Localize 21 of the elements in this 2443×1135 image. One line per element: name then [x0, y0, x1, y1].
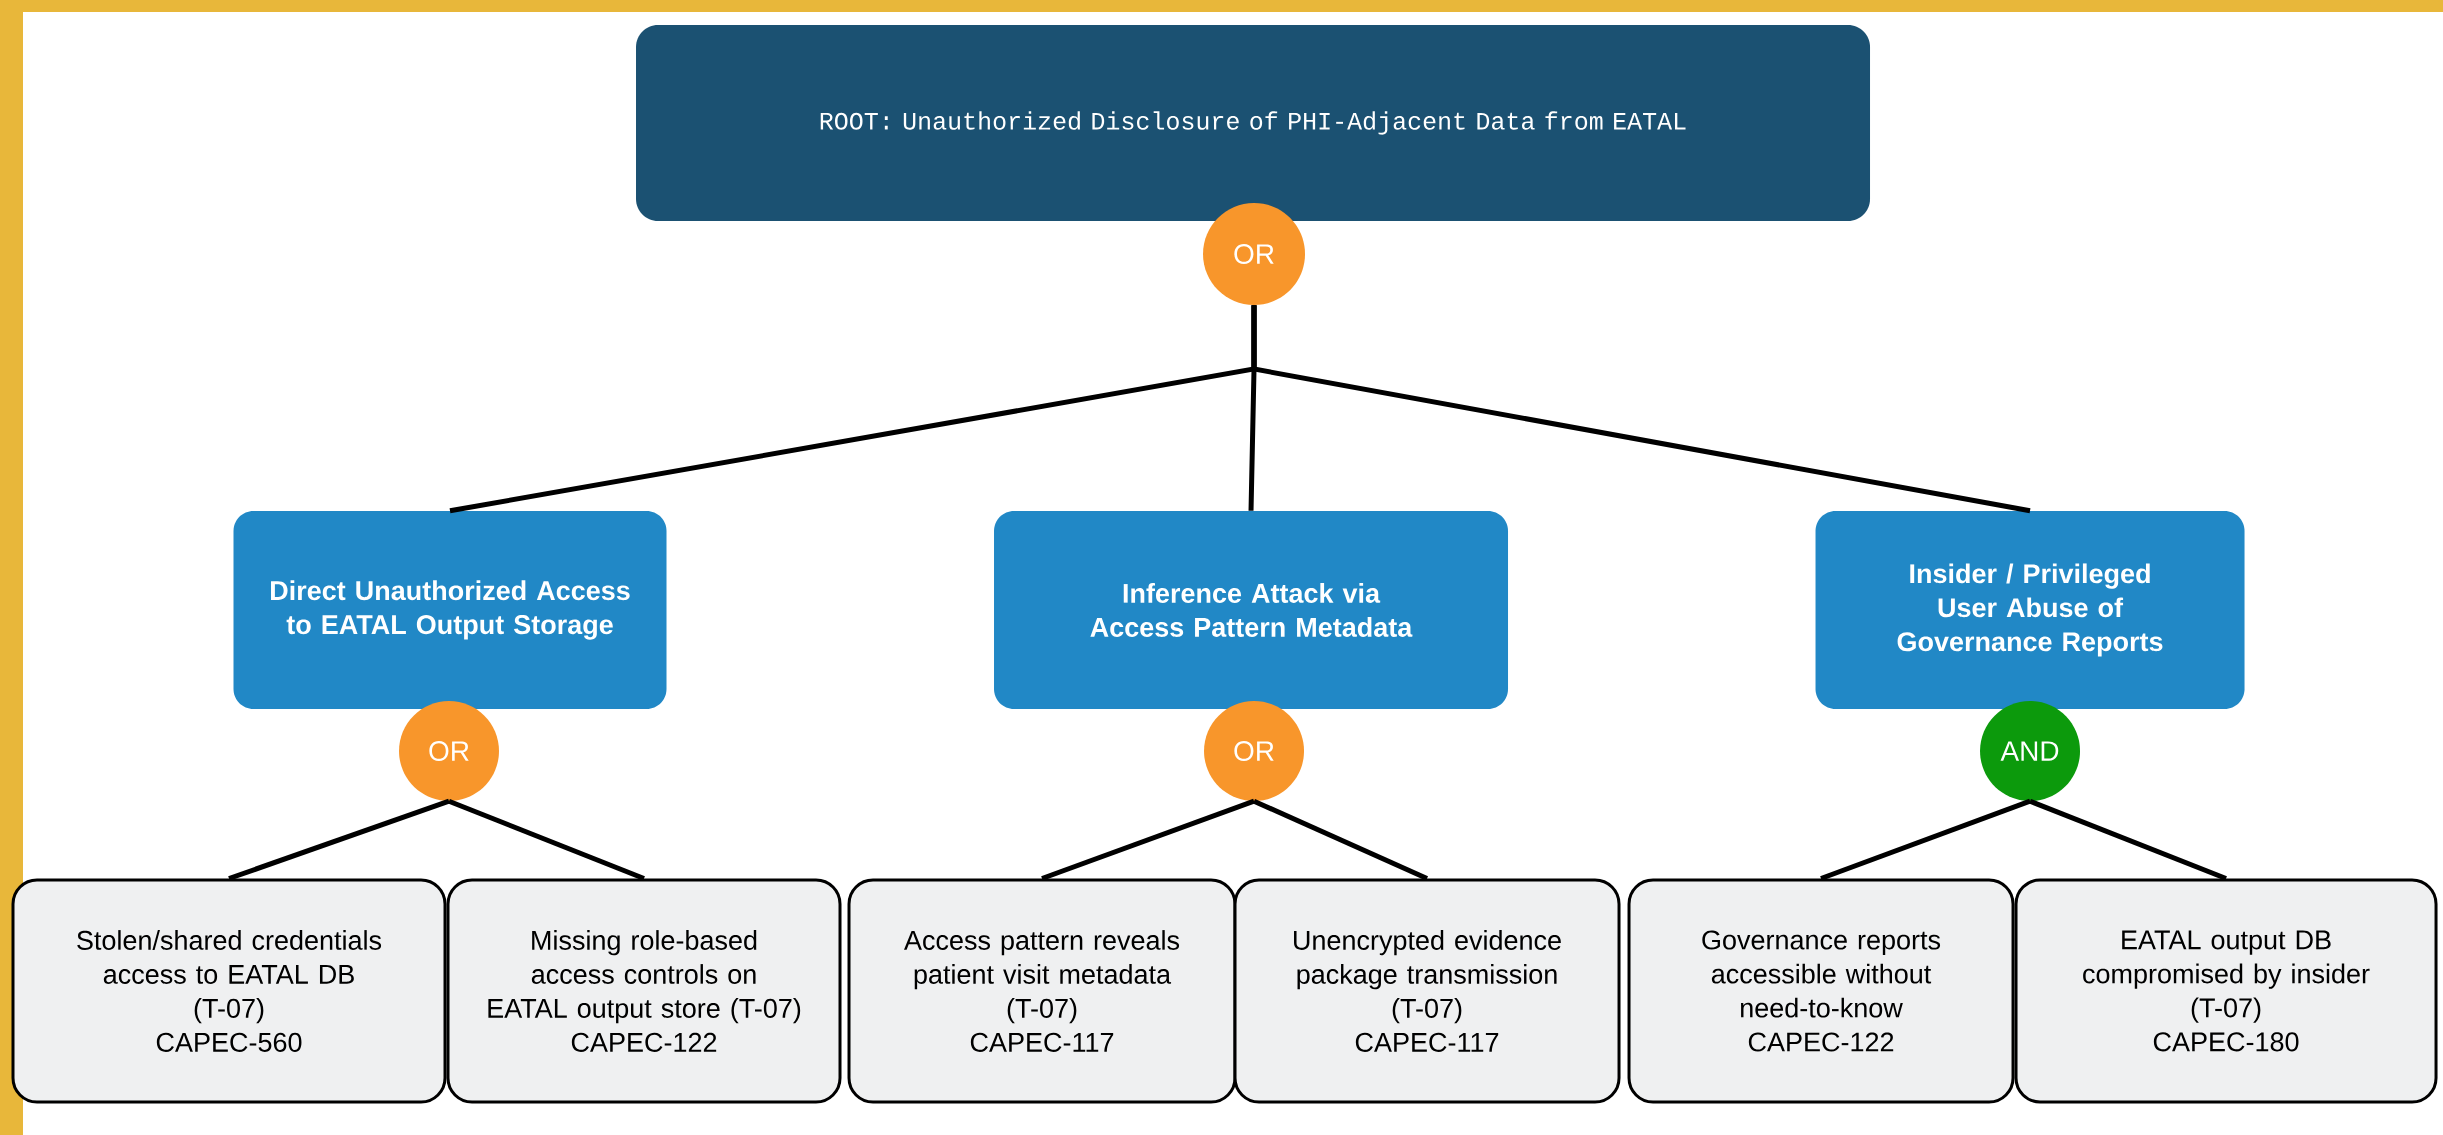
- or-gate: OR: [1203, 203, 1305, 305]
- connector-line: [1820, 798, 2031, 881]
- root-box: ROOT: Unauthorized Disclosure of PHI-Adjacent Data from EATAL: [636, 25, 1871, 221]
- leaf-box: Missing role-based access controls on EATAL output store (T-07) CAPEC-122: [446, 878, 842, 1104]
- and-gate: AND: [1980, 701, 2081, 801]
- leaf-box: EATAL output DB compromised by insider (T-07) CAPEC-180: [2014, 878, 2438, 1104]
- or-gate: OR: [1204, 701, 1304, 801]
- leaf-box: Unencrypted evidence package transmission (T-07) CAPEC-117: [1233, 878, 1621, 1104]
- subgoal-box: Insider / Privileged User Abuse of Governance Reports: [1815, 511, 2245, 709]
- leaf-box: Stolen/shared credentials access to EATAL DB (T-07) CAPEC-560: [11, 878, 447, 1104]
- or-gate: OR: [399, 701, 499, 801]
- connector-line: [228, 798, 450, 881]
- leaf-box: Governance reports accessible without need-to-know CAPEC-122: [1627, 878, 2015, 1104]
- subgoal-box: Direct Unauthorized Access to EATAL Output Storage: [233, 511, 667, 709]
- connector-line: [1041, 798, 1255, 881]
- connector-line: [1251, 305, 2031, 514]
- connector-line: [448, 798, 645, 881]
- connector-line: [2029, 798, 2227, 881]
- connector-line: [1253, 798, 1429, 881]
- subgoal-box: Inference Attack via Access Pattern Metadata: [994, 511, 1508, 709]
- leaf-box: Access pattern reveals patient visit metadata (T-07) CAPEC-117: [847, 878, 1237, 1104]
